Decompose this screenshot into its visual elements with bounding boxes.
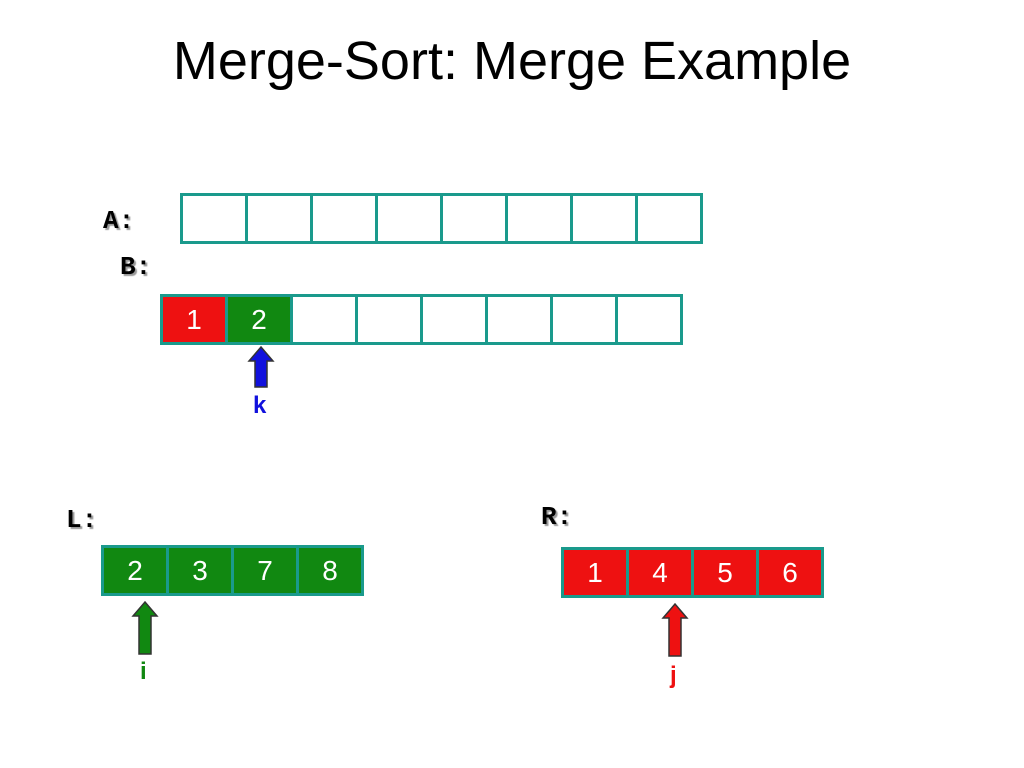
array-b-label: B: <box>120 252 152 282</box>
array-a-cell <box>440 193 508 244</box>
array-r-cell: 5 <box>691 547 759 598</box>
array-b-cell <box>355 294 423 345</box>
array-b-cell: 1 <box>160 294 228 345</box>
array-a-cell <box>245 193 313 244</box>
array-l-cell: 8 <box>296 545 364 596</box>
array-a-label: A: <box>103 206 135 236</box>
array-a-cell <box>505 193 573 244</box>
array-b-cell <box>290 294 358 345</box>
array-r-cell: 4 <box>626 547 694 598</box>
array-r-cell: 1 <box>561 547 629 598</box>
array-a-cell <box>635 193 703 244</box>
array-r-label: R: <box>541 502 573 532</box>
array-a-cell <box>570 193 638 244</box>
j-pointer-arrow-icon <box>661 602 689 657</box>
array-a-cell <box>375 193 443 244</box>
array-l-cell: 7 <box>231 545 299 596</box>
array-b-cell <box>485 294 553 345</box>
pointer-j-label: j <box>670 662 677 689</box>
array-r-cell: 6 <box>756 547 824 598</box>
pointer-k-label: k <box>253 392 267 419</box>
array-b-cell <box>550 294 618 345</box>
array-b-cell <box>420 294 488 345</box>
slide-title: Merge-Sort: Merge Example <box>172 31 852 91</box>
array-l-cell: 3 <box>166 545 234 596</box>
array-a-cell <box>180 193 248 244</box>
i-pointer-arrow-icon <box>131 600 159 655</box>
array-a <box>180 193 703 244</box>
pointer-i-label: i <box>140 658 147 685</box>
array-a-cell <box>310 193 378 244</box>
k-pointer-arrow-icon <box>247 345 275 388</box>
array-l-label: L: <box>66 505 98 535</box>
array-l-cell: 2 <box>101 545 169 596</box>
array-b-cell: 2 <box>225 294 293 345</box>
array-b-cell <box>615 294 683 345</box>
